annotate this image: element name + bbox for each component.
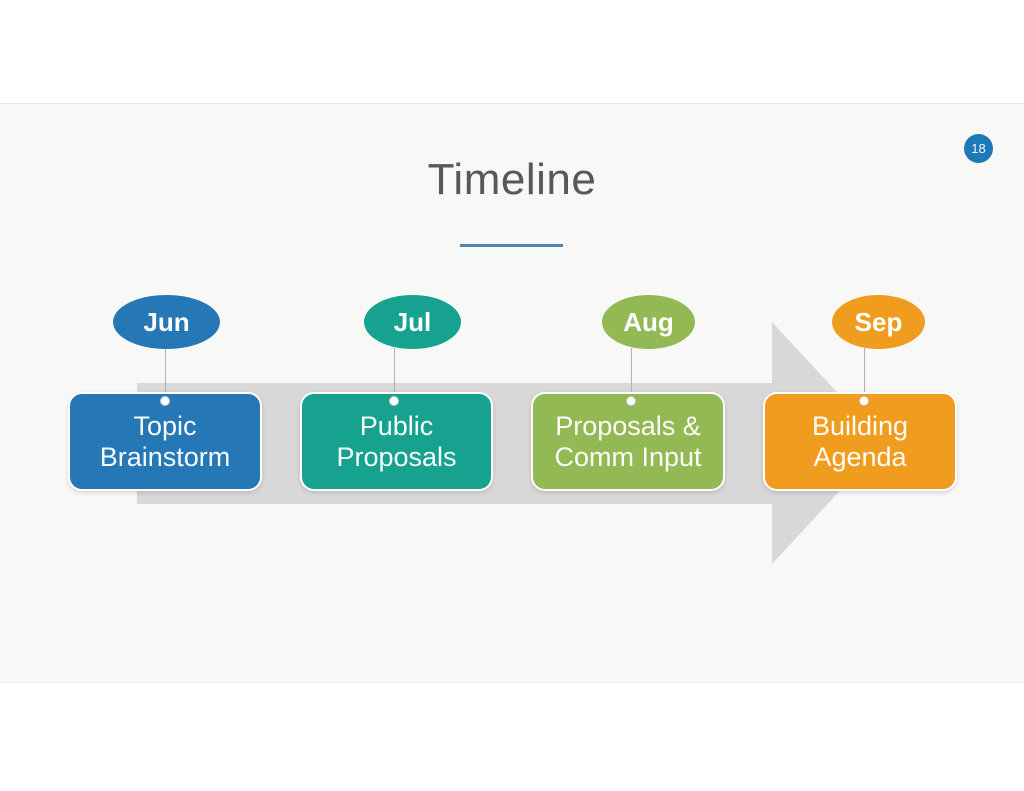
connector-dot-jul xyxy=(389,396,399,406)
month-badge-sep: Sep xyxy=(832,295,925,349)
stage-box-public-proposals: Public Proposals xyxy=(300,392,493,491)
stage-box-topic-brainstorm: Topic Brainstorm xyxy=(68,392,262,491)
connector-line-sep xyxy=(864,348,865,400)
slide-title: Timeline xyxy=(427,155,597,204)
month-badge-jun: Jun xyxy=(113,295,220,349)
title-underline xyxy=(460,244,563,247)
stage-box-proposals-comm-input: Proposals & Comm Input xyxy=(531,392,725,491)
connector-dot-aug xyxy=(626,396,636,406)
stage-box-building-agenda: Building Agenda xyxy=(763,392,957,491)
connector-dot-sep xyxy=(859,396,869,406)
connector-dot-jun xyxy=(160,396,170,406)
connector-line-jul xyxy=(394,348,395,400)
month-badge-aug: Aug xyxy=(602,295,695,349)
connector-line-aug xyxy=(631,348,632,400)
month-badge-jul: Jul xyxy=(364,295,461,349)
connector-line-jun xyxy=(165,348,166,400)
page-number-badge: 18 xyxy=(964,134,993,163)
